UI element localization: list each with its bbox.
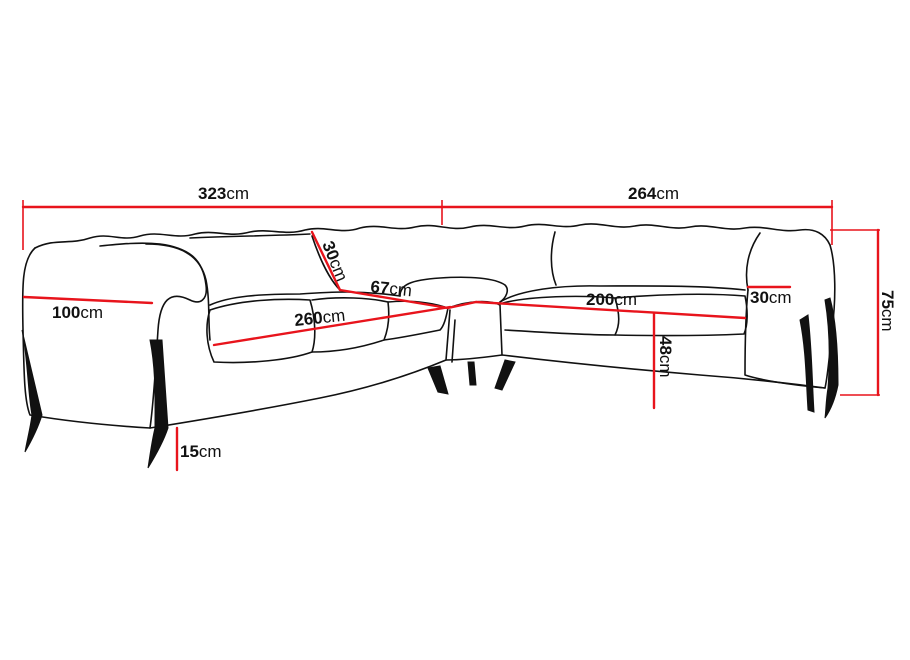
label-total-right: 264cm (628, 184, 679, 203)
right-seat-cushion-2 (614, 293, 748, 337)
backrest-top-edge (34, 223, 831, 249)
label-left-seat: 260cm (293, 306, 346, 330)
left-armrest (21, 242, 208, 429)
right-base (501, 354, 826, 389)
corner-back (399, 276, 508, 303)
dimension-labels: 323cm 264cm 100cm 260cm 30cm 67cm 200cm … (52, 184, 897, 461)
left-arm-inner (145, 243, 211, 341)
left-base (149, 309, 451, 429)
sofa-legs (21, 297, 839, 469)
dimension-lines (21, 200, 880, 472)
sofa-drawing (21, 223, 836, 429)
label-seat-height: 48cm (656, 336, 675, 378)
corner-side (451, 319, 456, 363)
label-right-seat: 200cm (586, 290, 637, 309)
right-back-cushion (550, 231, 761, 291)
label-backrest-left: 30cm (318, 238, 351, 284)
left-seat-line (212, 305, 452, 347)
right-armrest (744, 244, 836, 389)
left-seat-top (209, 291, 401, 306)
label-total-height: 75cm (878, 290, 897, 332)
corner-line-2 (446, 300, 478, 310)
backrest-left-line (310, 230, 342, 292)
label-total-left: 323cm (198, 184, 249, 203)
leg-corner-1 (427, 365, 449, 395)
label-corner: 67cm (370, 277, 413, 300)
left-seat-cushion-3 (383, 300, 449, 341)
label-depth: 100cm (52, 303, 103, 322)
label-leg-height: 15cm (180, 442, 222, 461)
right-seat-cushion-1 (502, 295, 620, 336)
depth-line (22, 295, 154, 305)
right-seat-line (474, 300, 747, 320)
leg-front-left (147, 339, 169, 469)
leg-right-back (799, 314, 815, 413)
corner-line (338, 288, 450, 310)
left-seat-cushion-2 (311, 297, 390, 353)
right-seat-top (499, 285, 746, 303)
leg-front-left-outer (21, 329, 43, 453)
label-armrest: 30cm (750, 288, 792, 307)
leg-right-front (824, 297, 839, 419)
leg-corner-3 (494, 359, 516, 391)
leg-corner-2 (467, 361, 477, 386)
